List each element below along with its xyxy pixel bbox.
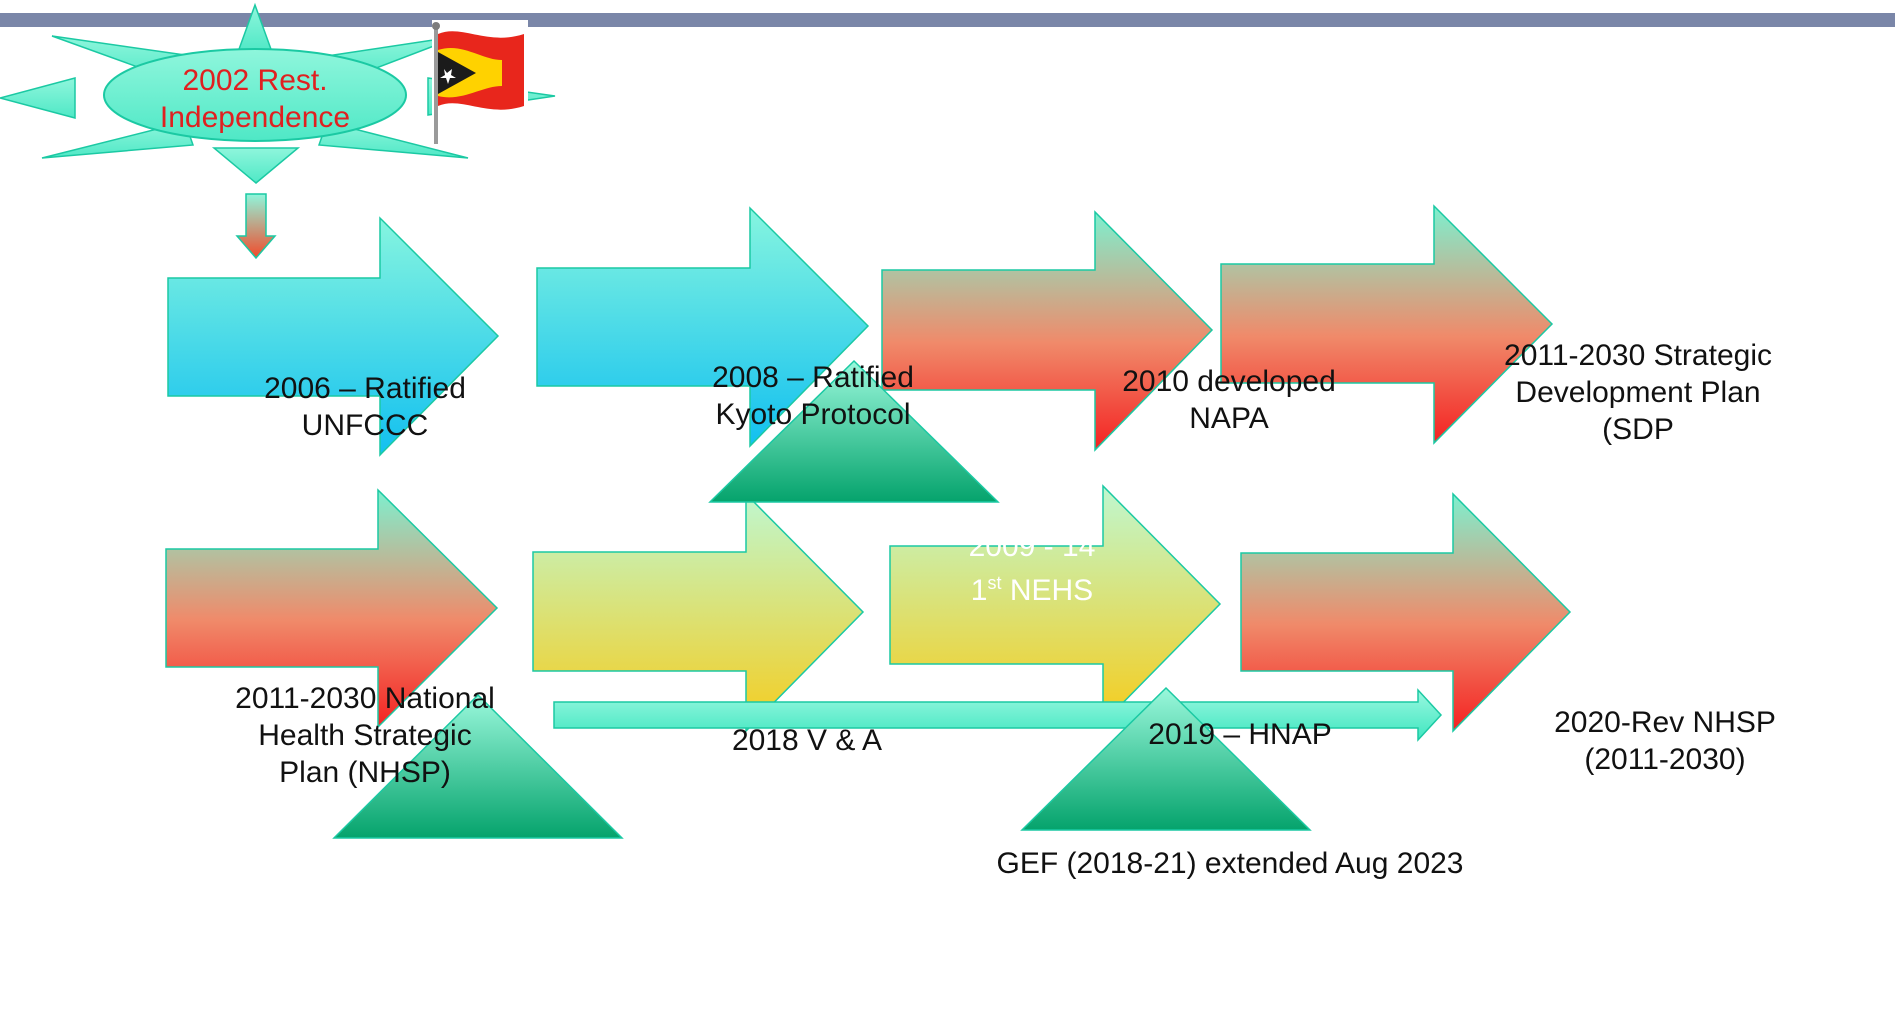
label-line: 2019 – HNAP [1148,718,1332,751]
sun-ray-top [236,2,274,53]
label-2008-ratified-kyoto: 2008 – Ratified Kyoto Protocol [663,359,963,433]
label-line: Kyoto Protocol [715,398,911,431]
nehs-ordinal-suffix: st [987,573,1002,593]
label-2006-ratified-unfccc: 2006 – Ratified UNFCCC [215,370,515,444]
arrow-2018-v-and-a [532,492,865,733]
label-2019-hnap: 2019 – HNAP [1090,716,1390,753]
nehs-years: 2015-19 [522,914,634,947]
label-2011-sdp: 2011-2030 Strategic Development Plan (SD… [1468,337,1808,448]
nehs-ordinal-line: 2nd [478,949,678,993]
independence-ellipse [103,48,407,142]
label-2011-nhsp: 2011-2030 National Health Strategic Plan… [215,680,515,791]
arrow-2010-napa [881,210,1214,452]
nehs-ordinal-number: 2 [559,958,577,991]
label-line: 2006 – Ratified [264,372,466,405]
label-line: 2011-2030 Strategic [1504,339,1772,372]
label-line: 2008 – Ratified [712,361,914,394]
sun-ray-left [0,77,76,119]
arrow-2020-rev-nhsp [1240,492,1572,733]
label-line: NAPA [1189,402,1269,435]
label-line: Development Plan [1515,376,1761,409]
label-nehs-1: 2009 - 14 1st NEHS [932,528,1132,609]
nehs-ordinal-line: 1st NEHS [932,565,1132,609]
arrow-2011-sdp [1220,204,1554,445]
gef-arrow [553,688,1443,742]
nehs-ordinal-line: 3rd NEHS [1309,961,1509,1005]
arrow-2019-hnap [889,484,1222,725]
nehs-ordinal-suffix: nd [576,957,597,977]
nehs-name: NEHS [1009,574,1094,607]
timor-leste-flag-icon [432,20,528,148]
triangle-nehs-3 [1020,686,1312,831]
label-2020-rev-nhsp: 2020-Rev NHSP (2011-2030) [1515,704,1815,778]
nehs-years: 2020-24 [1353,926,1465,959]
label-2010-napa: 2010 developed NAPA [1079,363,1379,437]
independence-label: 2002 Rest. Independence [150,62,360,136]
arrow-2011-nhsp [165,488,499,729]
triangle-nehs-2 [332,693,624,839]
down-arrow [235,193,277,260]
label-2018-v-and-a: 2018 V & A [657,722,957,759]
label-line: Health Strategic [258,719,472,752]
label-line: (2011-2030) [1584,743,1746,776]
independence-line1: 2002 Rest. [182,64,328,97]
label-nehs-3: 2020-24 3rd NEHS [1309,924,1509,1005]
nehs-name: NEHS [536,995,620,1028]
nehs-ordinal-number: 1 [970,574,988,607]
independence-line2: Independence [159,101,351,134]
label-line: UNFCCC [301,409,429,442]
label-line: Plan (NHSP) [279,756,451,789]
label-line: 2018 V & A [731,724,883,757]
nehs-name: NEHS [1387,970,1472,1003]
nehs-ordinal-suffix: rd [1363,969,1380,989]
sun-ray-bottom [211,147,301,184]
label-line: (SDP [1602,413,1674,446]
triangle-nehs-1 [708,359,1000,503]
arrow-2006-ratified-unfccc [167,216,500,457]
label-nehs-2: 2015-19 2nd NEHS [478,912,678,1030]
label-line: 2020-Rev NHSP [1554,706,1776,739]
label-line: 2011-2030 National [235,682,495,715]
gef-label: GEF (2018-21) extended Aug 2023 [996,847,1464,880]
nehs-years: 2009 - 14 [968,530,1096,563]
nehs-ordinal-number: 3 [1346,970,1364,1003]
arrow-2008-ratified-kyoto [536,206,870,448]
label-line: 2010 developed [1122,365,1336,398]
